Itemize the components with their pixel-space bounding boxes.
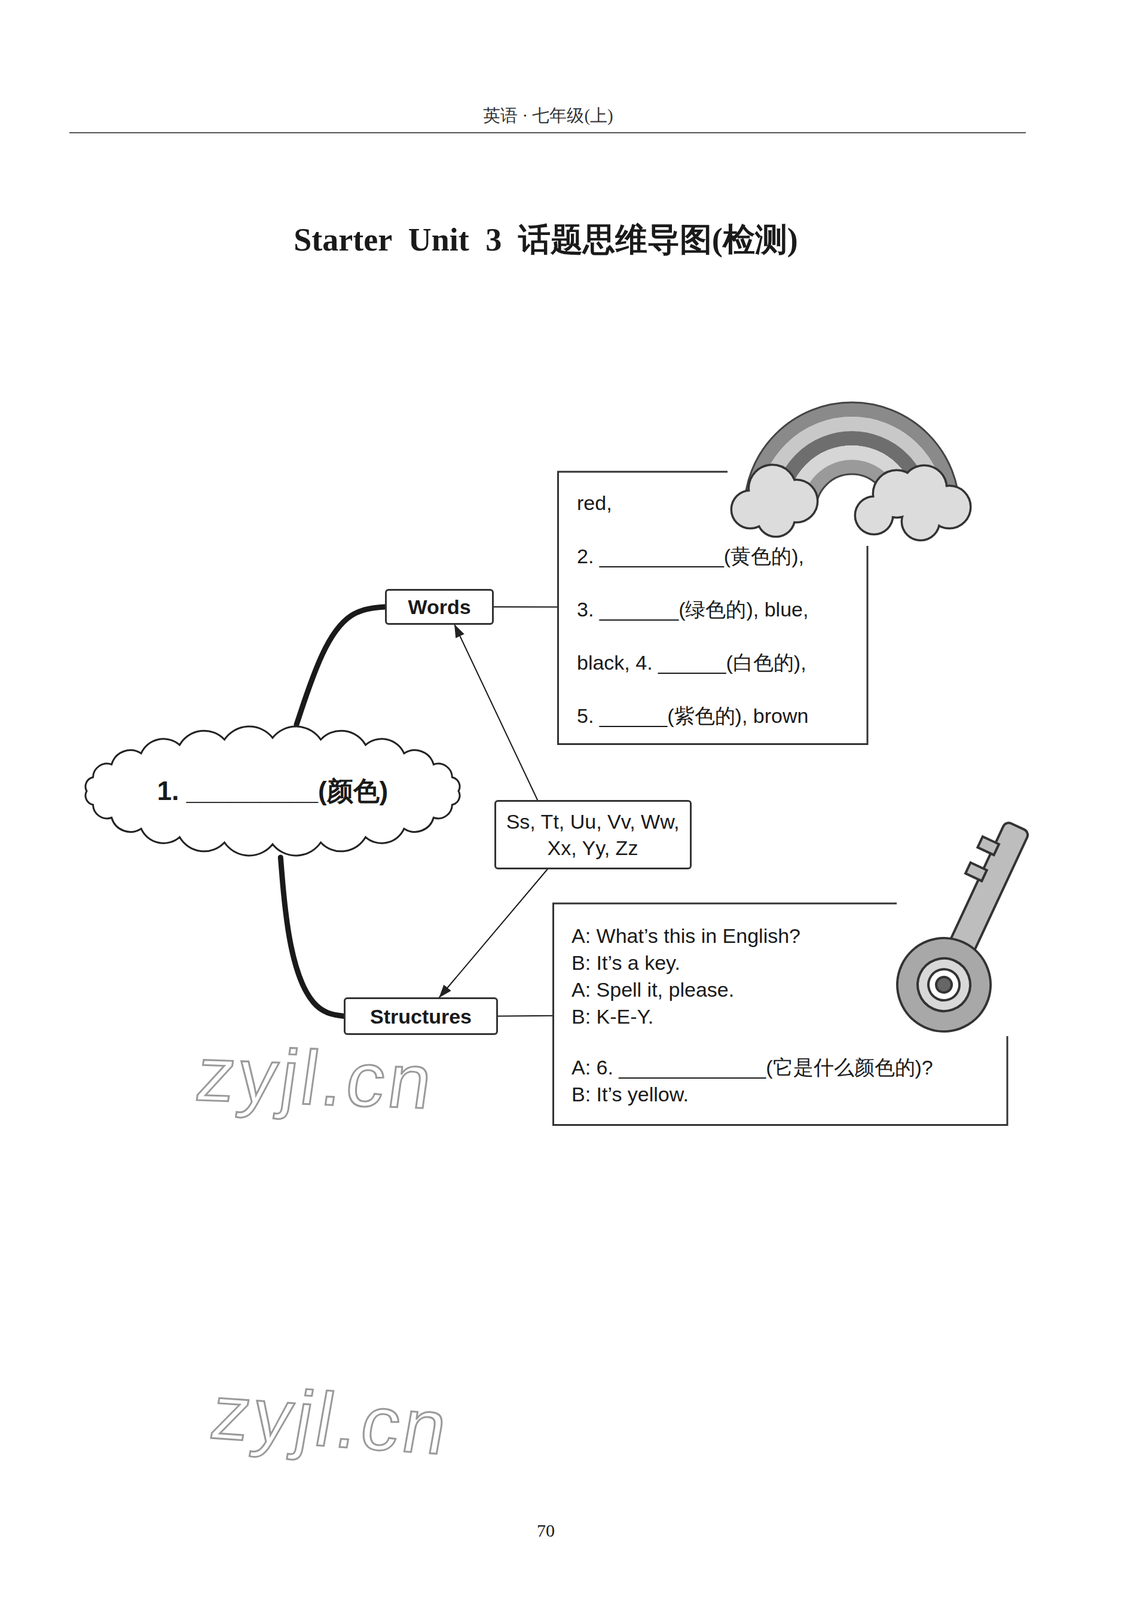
- cloud-picture: [732, 465, 970, 540]
- node-text: A: What’s this in English?: [571, 922, 990, 950]
- node-text: 5. ______(紫色的), brown: [576, 689, 850, 743]
- node-text: 2. ___________(黄色的),: [576, 529, 850, 583]
- box-edge-part: [557, 471, 728, 473]
- box-edge-part: [1006, 1035, 1009, 1126]
- box-edge-part: [866, 545, 869, 745]
- page-number: 70: [536, 1518, 555, 1543]
- connector-line: [497, 1015, 553, 1017]
- dialogue-box: A: What’s this in English?B: It’s a key.…: [552, 903, 1008, 1126]
- node-text: B: K-E-Y.: [571, 1003, 990, 1031]
- node-text: red,: [576, 476, 850, 530]
- branch-box: Structures: [343, 997, 498, 1035]
- connector-line: [493, 606, 558, 608]
- key-picture-part: [881, 922, 1006, 1047]
- branch-curve: [280, 857, 344, 1017]
- topic-text: 1. _________(颜色): [157, 774, 388, 808]
- watermark: zyjl.cn: [191, 1028, 442, 1127]
- key-picture-part: [909, 949, 980, 1020]
- cloud-outline-path: [85, 726, 460, 856]
- page-title: Starter Unit 3 话题思维导图(检测): [293, 219, 798, 260]
- key-picture-part: [933, 974, 955, 996]
- page-header: 英语 · 七年级(上): [483, 104, 613, 127]
- node-text: A: 6. _____________(它是什么颜色的)?: [571, 1053, 990, 1081]
- key-picture-part: [965, 862, 987, 882]
- branch-label: Words: [407, 593, 471, 620]
- cloud-picture-part-part: [758, 499, 794, 536]
- cloud-picture-part: [732, 465, 970, 540]
- key-picture: [881, 806, 1060, 1047]
- box-edge: [552, 471, 1008, 1126]
- key-picture-part: [923, 963, 965, 1005]
- topic-cloud: 1. _________(颜色): [73, 724, 472, 858]
- cloud-picture-part-part: [902, 503, 939, 540]
- node-text: black, 4. ______(白色的),: [576, 636, 850, 690]
- watermark: zyjl.cn: [204, 1367, 458, 1473]
- branch-box: Words: [384, 588, 494, 625]
- node-text: B: It’s a key.: [571, 949, 990, 977]
- connector-line: [439, 869, 548, 998]
- box-edge-part: [552, 902, 897, 905]
- branch-label: Structures: [370, 1003, 472, 1030]
- header-rule: [69, 132, 1026, 134]
- cloud-picture-part-part: [902, 503, 939, 540]
- key-picture-part: [977, 836, 999, 855]
- word-list-box: red,2. ___________(黄色的),3. _______(绿色的),…: [557, 471, 868, 745]
- cloud-picture-part-part: [758, 499, 794, 536]
- cloud-picture-part: [732, 465, 970, 540]
- branch-curve: [296, 606, 385, 725]
- letter-box: Ss, Tt, Uu, Vv, Ww, Xx, Yy, Zz: [494, 799, 692, 870]
- node-text: B: It’s yellow.: [571, 1080, 990, 1108]
- node-text: A: Spell it, please.: [571, 976, 990, 1004]
- connector-line: [454, 624, 538, 800]
- node-text: Ss, Tt, Uu, Vv, Ww, Xx, Yy, Zz: [506, 808, 680, 861]
- node-text: 3. _______(绿色的), blue,: [576, 582, 850, 637]
